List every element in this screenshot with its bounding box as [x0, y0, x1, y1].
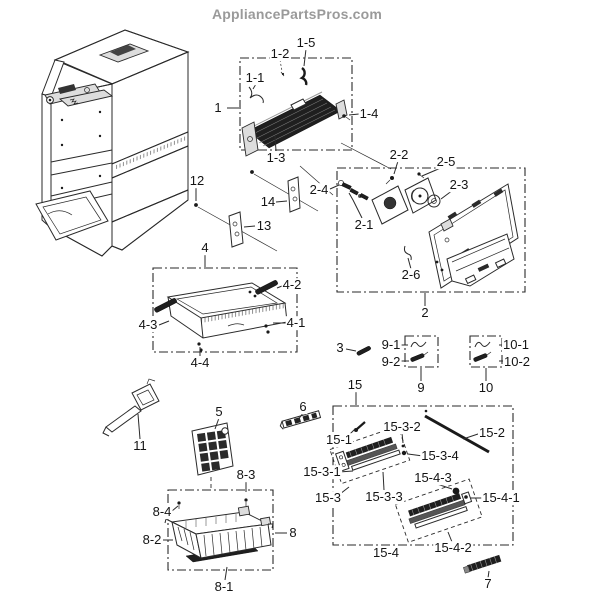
part-label-8: 8 — [288, 525, 298, 541]
part-label-15-1: 15-1 — [324, 432, 354, 448]
part-3-pin — [356, 346, 371, 356]
part-label-2: 2 — [420, 305, 430, 321]
part-label-4-1: 4-1 — [285, 315, 307, 331]
leader-lines — [137, 48, 505, 581]
part-label-11: 11 — [132, 438, 148, 454]
part-label-9: 9 — [416, 380, 426, 396]
part-label-15-4: 15-4 — [371, 545, 401, 561]
part-label-8-2: 8-2 — [141, 532, 163, 548]
part-label-5: 5 — [214, 404, 224, 420]
divider-panel-5 — [191, 422, 234, 489]
part-label-2-4: 2-4 — [308, 182, 330, 198]
part-label-15-3-3: 15-3-3 — [364, 489, 404, 505]
part-label-2-3: 2-3 — [448, 177, 470, 193]
part-label-15-3-4: 15-3-4 — [420, 448, 460, 464]
part-label-15-2: 15-2 — [477, 425, 507, 441]
part-label-7: 7 — [483, 576, 493, 592]
part-label-2-5: 2-5 — [435, 154, 457, 170]
part-label-4: 4 — [200, 240, 210, 256]
upper-drawer-box — [152, 267, 298, 353]
part-label-1-2: 1-2 — [269, 46, 291, 62]
part-label-12: 12 — [188, 173, 206, 189]
part-label-15-4-3: 15-4-3 — [413, 470, 453, 486]
part-label-3: 3 — [335, 340, 345, 356]
part-label-15-4-1: 15-4-1 — [481, 490, 521, 506]
part-label-2-2: 2-2 — [388, 147, 410, 163]
part-label-8-1: 8-1 — [213, 579, 235, 594]
part-label-4-3: 4-3 — [137, 317, 159, 333]
mounting-brackets — [194, 170, 319, 252]
part-label-15-3-2: 15-3-2 — [382, 419, 422, 435]
part-label-10-2: 10-2 — [502, 354, 532, 370]
part-label-9-2: 9-2 — [380, 354, 402, 370]
part-label-1-4: 1-4 — [358, 106, 380, 122]
freezer-basket-box — [164, 489, 274, 571]
slide-rail-kit-box — [329, 405, 514, 546]
part-label-8-4: 8-4 — [151, 504, 173, 520]
damper-kit-box-10 — [469, 335, 503, 368]
part-label-2-1: 2-1 — [353, 217, 375, 233]
part-label-15-3: 15-3 — [313, 490, 343, 506]
part-label-10-1: 10-1 — [501, 337, 531, 353]
part-label-10: 10 — [477, 380, 495, 396]
support-bracket-11 — [102, 378, 160, 437]
part-label-9-1: 9-1 — [380, 337, 402, 353]
part-label-1-3: 1-3 — [265, 150, 287, 166]
part-label-4-2: 4-2 — [281, 277, 303, 293]
part-label-14: 14 — [259, 194, 277, 210]
part-label-2-6: 2-6 — [400, 267, 422, 283]
part-label-15: 15 — [346, 377, 364, 393]
rail-6 — [279, 410, 322, 430]
part-label-15-4-2: 15-4-2 — [433, 540, 473, 556]
part-label-15-3-1: 15-3-1 — [302, 464, 342, 480]
rail-7 — [463, 554, 502, 574]
part-label-8-3: 8-3 — [235, 467, 257, 483]
part-label-6: 6 — [298, 399, 308, 415]
part-label-1-5: 1-5 — [295, 35, 317, 51]
refrigerator-cabinet — [35, 29, 190, 257]
part-label-1-1: 1-1 — [244, 70, 266, 86]
part-label-4-4: 4-4 — [189, 355, 211, 371]
part-label-13: 13 — [255, 218, 273, 234]
part-label-1: 1 — [213, 100, 223, 116]
evaporator-cover-box — [299, 142, 526, 293]
evaporator-assembly-box — [239, 57, 353, 157]
damper-kit-box-9 — [404, 335, 439, 368]
watermark-title: AppliancePartsPros.com — [211, 6, 383, 22]
